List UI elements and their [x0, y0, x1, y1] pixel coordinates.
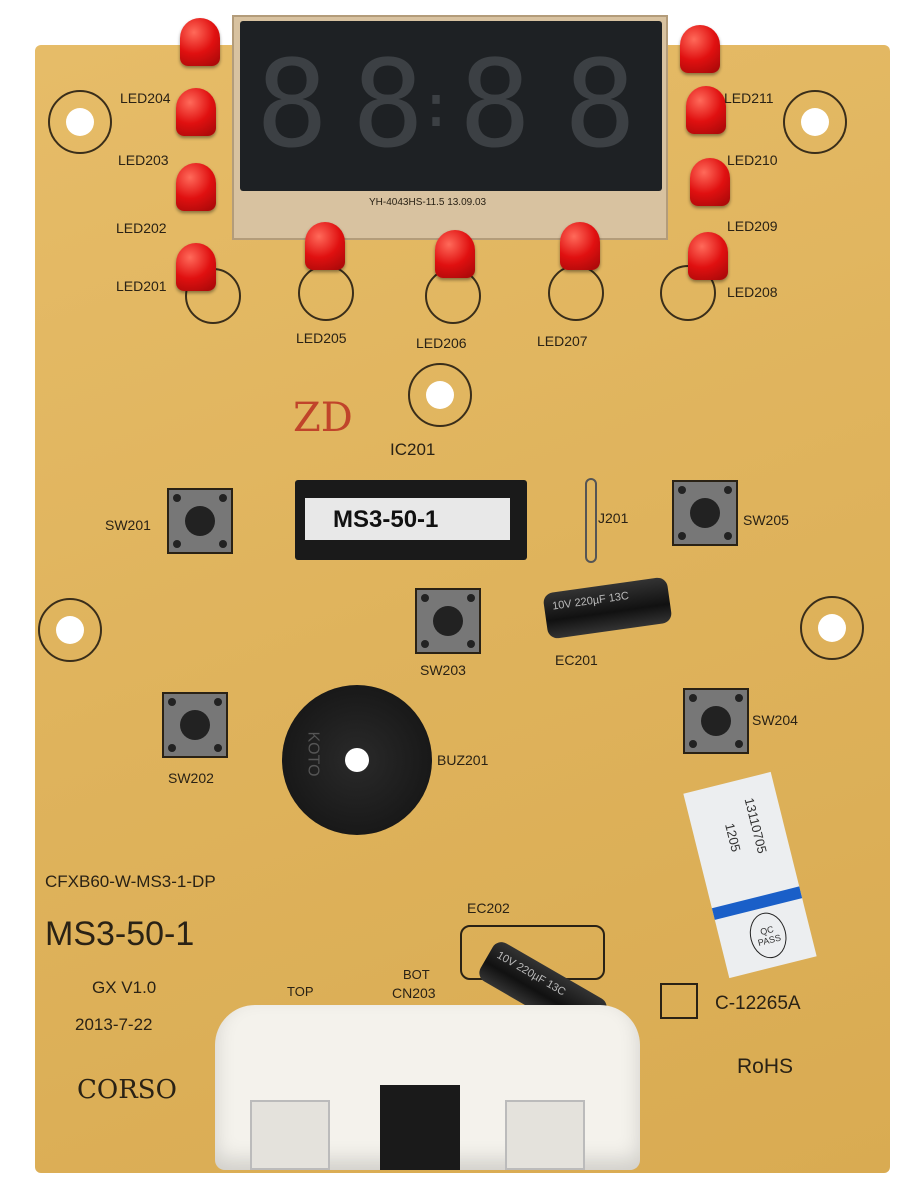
- red-led: [435, 230, 475, 278]
- connector-housing: [250, 1100, 330, 1170]
- red-led: [690, 158, 730, 206]
- ic-ref-label: IC201: [390, 440, 436, 459]
- red-led: [560, 222, 600, 270]
- cert-number: C-12265A: [715, 993, 801, 1014]
- mounting-hole: [38, 598, 102, 662]
- buzzer-brand: KOTO: [304, 731, 322, 777]
- led-label: LED204: [120, 90, 171, 106]
- led-label: LED206: [416, 335, 467, 351]
- buzzer-label: BUZ201: [437, 752, 489, 768]
- tact-switch-sw202[interactable]: [162, 692, 228, 758]
- display-colon: :: [418, 71, 455, 141]
- display-digit: 8: [351, 36, 425, 175]
- led-label: LED210: [727, 152, 778, 168]
- mounting-hole: [783, 90, 847, 154]
- mounting-hole: [408, 363, 472, 427]
- capacitor-label: EC201: [555, 652, 598, 668]
- display-digit: 8: [255, 36, 329, 175]
- led-footprint: [298, 265, 354, 321]
- top-label: TOP: [287, 984, 314, 999]
- ribbon-connector: [215, 1005, 640, 1170]
- led-label: LED209: [727, 218, 778, 234]
- seven-segment-display: 8 8 : 8 8 YH-4043HS-11.5 13.09.03: [232, 15, 668, 240]
- red-led: [686, 86, 726, 134]
- tact-switch-sw204[interactable]: [683, 688, 749, 754]
- led-label: LED201: [116, 278, 167, 294]
- red-led: [680, 25, 720, 73]
- version-label: GX V1.0: [92, 978, 157, 997]
- connector-label: CN203: [392, 985, 436, 1001]
- brand-logo: CORSO: [77, 1075, 177, 1105]
- model-code: CFXB60-W-MS3-1-DP: [45, 872, 216, 891]
- display-digit: 8: [563, 36, 637, 175]
- sticker-serial: 13110705: [741, 796, 770, 855]
- qc-pass-stamp: QC PASS: [745, 908, 792, 963]
- cert-logo-icon: [660, 983, 698, 1019]
- switch-label: SW205: [743, 512, 789, 528]
- ic-label: MS3-50-1: [305, 498, 510, 540]
- connector-latch: [380, 1085, 460, 1170]
- jumper-label: J201: [598, 510, 629, 526]
- led-label: LED202: [116, 220, 167, 236]
- tact-switch-sw205[interactable]: [672, 480, 738, 546]
- red-led: [688, 232, 728, 280]
- connector-housing: [505, 1100, 585, 1170]
- capacitor-label: EC202: [467, 900, 510, 916]
- rohs-label: RoHS: [737, 1055, 794, 1078]
- led-label: LED203: [118, 152, 169, 168]
- jumper-wire: [585, 478, 597, 563]
- mounting-hole: [48, 90, 112, 154]
- led-label: LED205: [296, 330, 347, 346]
- red-led: [305, 222, 345, 270]
- red-led: [180, 18, 220, 66]
- tact-switch-sw201[interactable]: [167, 488, 233, 554]
- switch-label: SW202: [168, 770, 214, 786]
- ic-chip: MS3-50-1: [295, 480, 527, 560]
- led-label: LED207: [537, 333, 588, 349]
- zd-mark: ZD: [293, 395, 353, 441]
- red-led: [176, 243, 216, 291]
- capacitor-text: 10V 220µF 13C: [551, 589, 630, 613]
- tact-switch-sw203[interactable]: [415, 588, 481, 654]
- model-number: MS3-50-1: [45, 915, 195, 953]
- led-label: LED211: [724, 90, 774, 106]
- date-label: 2013-7-22: [75, 1015, 153, 1034]
- red-led: [176, 88, 216, 136]
- mounting-hole: [800, 596, 864, 660]
- bot-label: BOT: [403, 967, 430, 982]
- switch-label: SW203: [420, 662, 466, 678]
- switch-label: SW201: [105, 517, 151, 533]
- switch-label: SW204: [752, 712, 798, 728]
- sticker-code: 1205: [722, 821, 744, 854]
- piezo-buzzer: KOTO: [282, 685, 432, 835]
- led-label: LED208: [727, 284, 778, 300]
- red-led: [176, 163, 216, 211]
- led-footprint: [548, 265, 604, 321]
- display-digit: 8: [458, 36, 532, 175]
- display-part-number: YH-4043HS-11.5 13.09.03: [369, 197, 487, 208]
